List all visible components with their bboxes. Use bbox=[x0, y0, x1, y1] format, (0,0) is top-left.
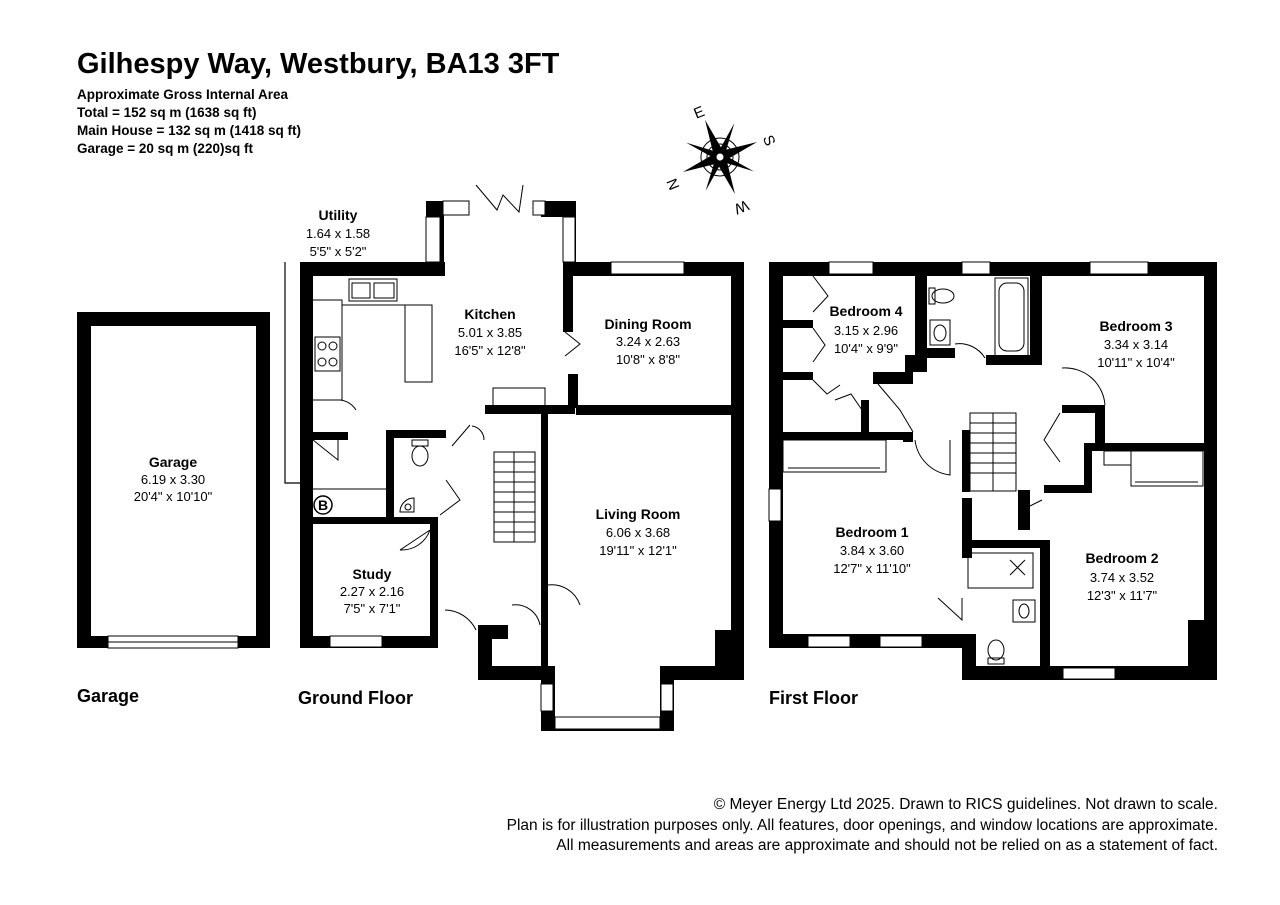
floor-label-garage: Garage bbox=[77, 686, 139, 706]
room-name: Kitchen bbox=[464, 306, 515, 322]
area-heading: Approximate Gross Internal Area bbox=[77, 87, 289, 102]
room-metric: 6.19 x 3.30 bbox=[141, 472, 205, 487]
room-imperial: 19'11" x 12'1" bbox=[599, 543, 677, 558]
area-main-house: Main House = 132 sq m (1418 sq ft) bbox=[77, 123, 301, 138]
room-kitchen: Kitchen 5.01 x 3.85 16'5" x 12'8" bbox=[454, 306, 526, 358]
room-metric: 3.84 x 3.60 bbox=[840, 543, 904, 558]
compass-rose-icon bbox=[682, 119, 758, 195]
room-bedroom-1: Bedroom 1 3.84 x 3.60 12'7" x 11'10" bbox=[833, 524, 911, 576]
room-imperial: 20'4" x 10'10" bbox=[134, 489, 213, 504]
room-imperial: 10'8" x 8'8" bbox=[616, 352, 680, 367]
first-floor-plan bbox=[768, 261, 1217, 680]
room-name: Dining Room bbox=[604, 316, 691, 332]
floor-label-ground: Ground Floor bbox=[298, 688, 413, 708]
ground-floor-plan bbox=[284, 200, 744, 731]
area-garage: Garage = 20 sq m (220)sq ft bbox=[77, 141, 253, 156]
ground-floor-fixtures bbox=[312, 184, 581, 631]
room-metric: 2.27 x 2.16 bbox=[340, 584, 404, 599]
compass-s: S bbox=[759, 133, 779, 149]
disclaimer-line: © Meyer Energy Ltd 2025. Drawn to RICS g… bbox=[713, 796, 1218, 813]
disclaimer-line: All measurements and areas are approxima… bbox=[556, 837, 1218, 854]
room-name: Bedroom 2 bbox=[1085, 550, 1158, 566]
compass-n: N bbox=[664, 176, 684, 192]
room-metric: 5.01 x 3.85 bbox=[458, 325, 522, 340]
room-imperial: 12'3" x 11'7" bbox=[1087, 588, 1158, 603]
garage-plan bbox=[77, 312, 270, 649]
boiler-label: B bbox=[318, 497, 328, 513]
compass-w: W bbox=[731, 196, 751, 217]
room-name: Utility bbox=[319, 207, 358, 223]
room-name: Living Room bbox=[596, 506, 681, 522]
room-imperial: 10'11" x 10'4" bbox=[1097, 355, 1175, 370]
room-metric: 3.34 x 3.14 bbox=[1104, 337, 1168, 352]
compass-e: E bbox=[691, 103, 707, 123]
disclaimer: © Meyer Energy Ltd 2025. Drawn to RICS g… bbox=[507, 795, 1218, 857]
room-imperial: 7'5" x 7'1" bbox=[344, 601, 401, 616]
first-floor-fixtures bbox=[782, 275, 1204, 665]
room-imperial: 12'7" x 11'10" bbox=[833, 561, 911, 576]
room-name: Bedroom 1 bbox=[835, 524, 908, 540]
area-summary: Approximate Gross Internal Area Total = … bbox=[77, 86, 301, 158]
room-imperial: 16'5" x 12'8" bbox=[454, 343, 526, 358]
room-living: Living Room 6.06 x 3.68 19'11" x 12'1" bbox=[596, 506, 681, 558]
disclaimer-line: Plan is for illustration purposes only. … bbox=[506, 816, 1218, 834]
area-total: Total = 152 sq m (1638 sq ft) bbox=[77, 105, 257, 120]
page-title: Gilhespy Way, Westbury, BA13 3FT bbox=[77, 48, 560, 80]
room-name: Study bbox=[353, 566, 392, 582]
room-name: Bedroom 4 bbox=[829, 303, 902, 319]
room-name: Bedroom 3 bbox=[1099, 318, 1172, 334]
room-imperial: 5'5" x 5'2" bbox=[310, 244, 367, 259]
room-study: Study 2.27 x 2.16 7'5" x 7'1" bbox=[340, 566, 404, 616]
room-garage: Garage 6.19 x 3.30 20'4" x 10'10" bbox=[134, 454, 213, 504]
room-metric: 3.74 x 3.52 bbox=[1090, 570, 1154, 585]
room-bedroom-4: Bedroom 4 3.15 x 2.96 10'4" x 9'9" bbox=[829, 303, 902, 356]
room-metric: 3.15 x 2.96 bbox=[834, 323, 898, 338]
room-metric: 3.24 x 2.63 bbox=[616, 334, 680, 349]
room-metric: 1.64 x 1.58 bbox=[306, 226, 370, 241]
room-metric: 6.06 x 3.68 bbox=[606, 525, 670, 540]
room-bedroom-2: Bedroom 2 3.74 x 3.52 12'3" x 11'7" bbox=[1085, 550, 1158, 603]
floor-label-first: First Floor bbox=[769, 688, 858, 708]
room-dining: Dining Room 3.24 x 2.63 10'8" x 8'8" bbox=[604, 316, 691, 367]
room-utility: Utility 1.64 x 1.58 5'5" x 5'2" bbox=[306, 207, 370, 259]
room-name: Garage bbox=[149, 454, 197, 470]
room-imperial: 10'4" x 9'9" bbox=[834, 341, 898, 356]
room-bedroom-3: Bedroom 3 3.34 x 3.14 10'11" x 10'4" bbox=[1097, 318, 1175, 370]
